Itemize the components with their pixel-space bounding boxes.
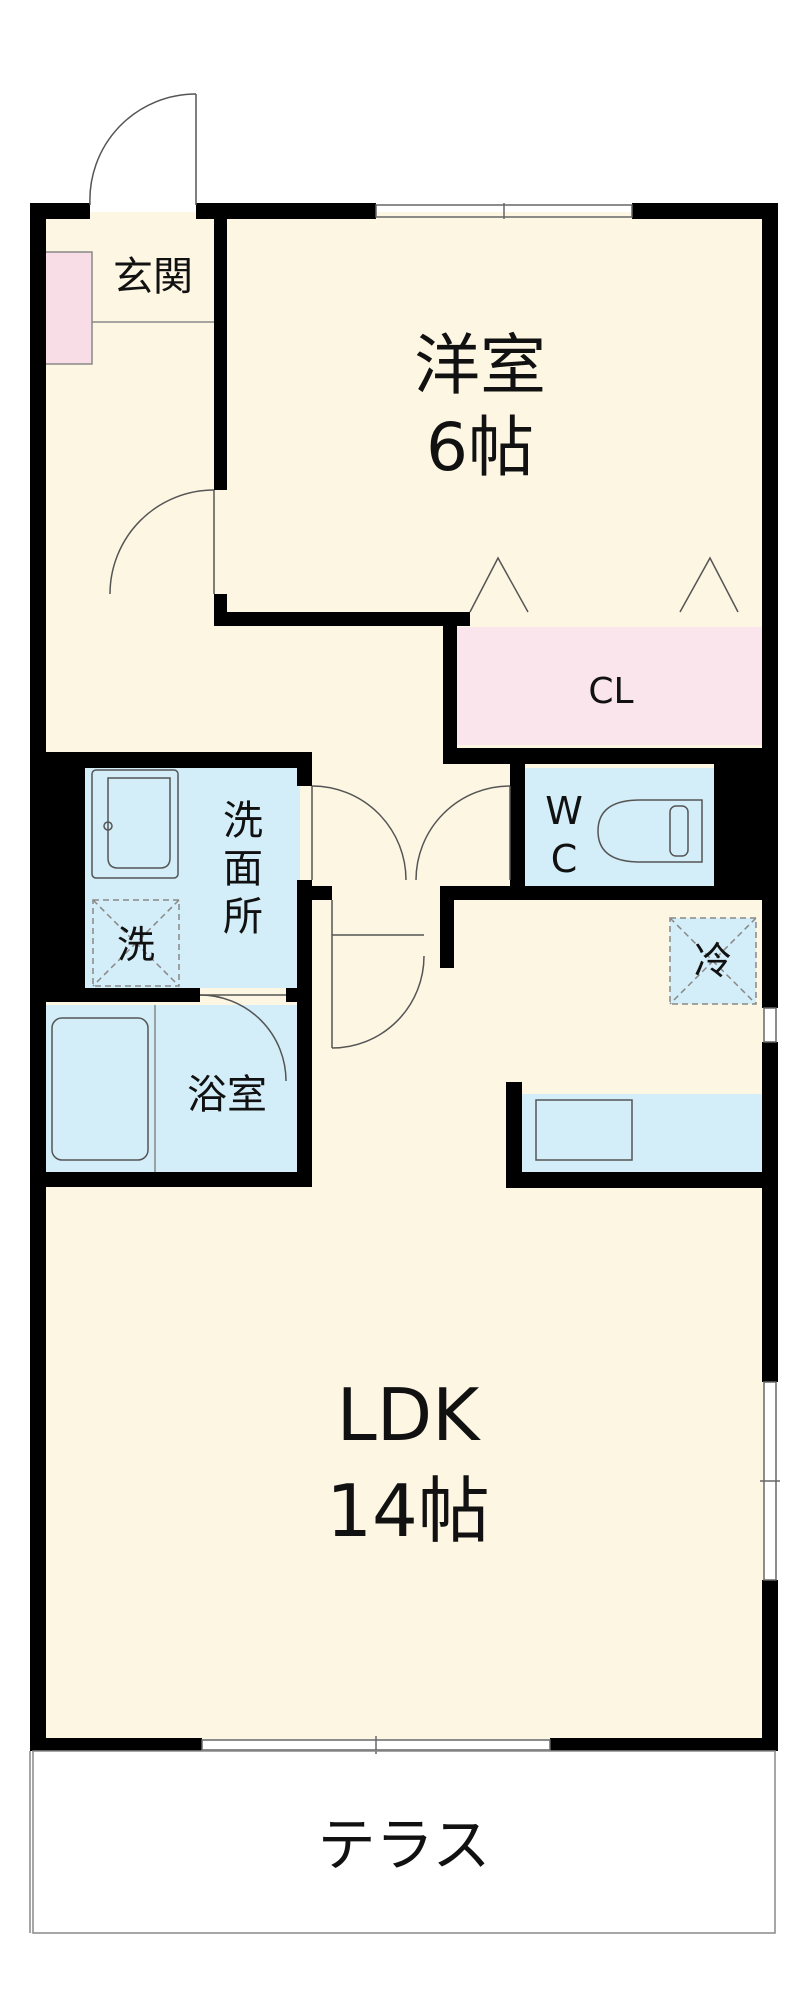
kitchen-sink <box>535 1099 633 1161</box>
closet-door-left <box>469 556 529 613</box>
labels: 洋室 6帖 玄関 CL W C 洗 面 所 洗 浴室 冷 LDK 14帖 テラス <box>113 254 732 1879</box>
wall-right-lower <box>762 1580 778 1751</box>
washroom-door-arc <box>311 785 407 881</box>
wall-toilet-bottom <box>440 886 778 900</box>
wall-corridor-stub <box>440 886 454 968</box>
room-label-ldk: LDK <box>337 1373 482 1457</box>
toilet-door-arc <box>415 785 511 881</box>
entrance-door-arc <box>89 93 197 206</box>
wall-bottom-left <box>30 1738 202 1751</box>
ldk-door-arc <box>331 955 425 1049</box>
bathtub <box>51 1017 149 1161</box>
wall-closet-bottom <box>443 748 778 764</box>
western-door-arc <box>109 489 215 595</box>
wall-right-mid <box>762 1042 778 1382</box>
room-label-washroom-3: 所 <box>223 894 263 940</box>
room-label-washroom-2: 面 <box>223 846 263 892</box>
closet-floor <box>455 627 763 745</box>
washer-label: 洗 <box>117 923 155 967</box>
room-label-western: 洋室 <box>414 327 546 404</box>
washer-x-2 <box>92 899 180 987</box>
room-label-closet: CL <box>588 671 633 712</box>
walls <box>30 203 778 1751</box>
wall-western-bottom <box>214 612 470 626</box>
toilet-bowl <box>597 799 703 863</box>
wall-mid-left-block <box>30 752 85 1002</box>
bath-door-arc <box>199 994 287 1082</box>
kitchen-counter <box>522 1094 763 1172</box>
shoe-shelf <box>44 251 93 365</box>
wall-washroom-bottom <box>30 988 200 1002</box>
toilet-tank <box>669 805 689 857</box>
room-label-bathroom: 浴室 <box>187 1072 267 1118</box>
room-size-western: 6帖 <box>426 409 534 486</box>
wall-bath-bottom <box>30 1172 312 1187</box>
fridge-x-2 <box>669 917 757 1005</box>
wall-closet-left <box>443 612 457 762</box>
wall-bottom-right <box>550 1738 778 1751</box>
floors <box>44 212 763 1739</box>
washbasin-drain <box>103 821 113 831</box>
washbasin-counter <box>91 769 179 879</box>
wall-kitchen-bottom <box>506 1172 778 1188</box>
terrace-outline <box>32 1750 776 1934</box>
wall-washroom-right-lower <box>297 880 312 1175</box>
room-label-entrance: 玄関 <box>113 254 193 300</box>
toilet-floor <box>524 768 716 886</box>
wall-top-right <box>632 203 777 219</box>
fridge-label: 冷 <box>694 939 732 983</box>
wall-western-left-upper <box>214 212 227 490</box>
wall-washroom-bottom-r <box>286 988 312 1002</box>
wall-top-mid <box>196 203 376 219</box>
room-label-terrace: テラス <box>318 1811 491 1879</box>
closet-door-right <box>679 556 739 613</box>
wall-toilet-left <box>510 748 525 900</box>
wall-toilet-right <box>714 748 778 900</box>
wall-corridor-h <box>312 886 332 900</box>
window-right-small <box>763 1007 777 1043</box>
wall-washroom-right-upper <box>297 752 312 786</box>
bathroom-floor <box>45 1005 300 1173</box>
room-label-washroom-1: 洗 <box>223 798 263 844</box>
wall-mid-horizontal <box>30 752 308 768</box>
wall-kitchen <box>506 1082 522 1188</box>
room-size-ldk: 14帖 <box>326 1469 490 1553</box>
washbasin-bowl <box>107 777 171 869</box>
room-label-toilet-c: C <box>551 837 578 881</box>
details <box>29 93 780 1934</box>
room-label-toilet-w: W <box>545 789 583 833</box>
